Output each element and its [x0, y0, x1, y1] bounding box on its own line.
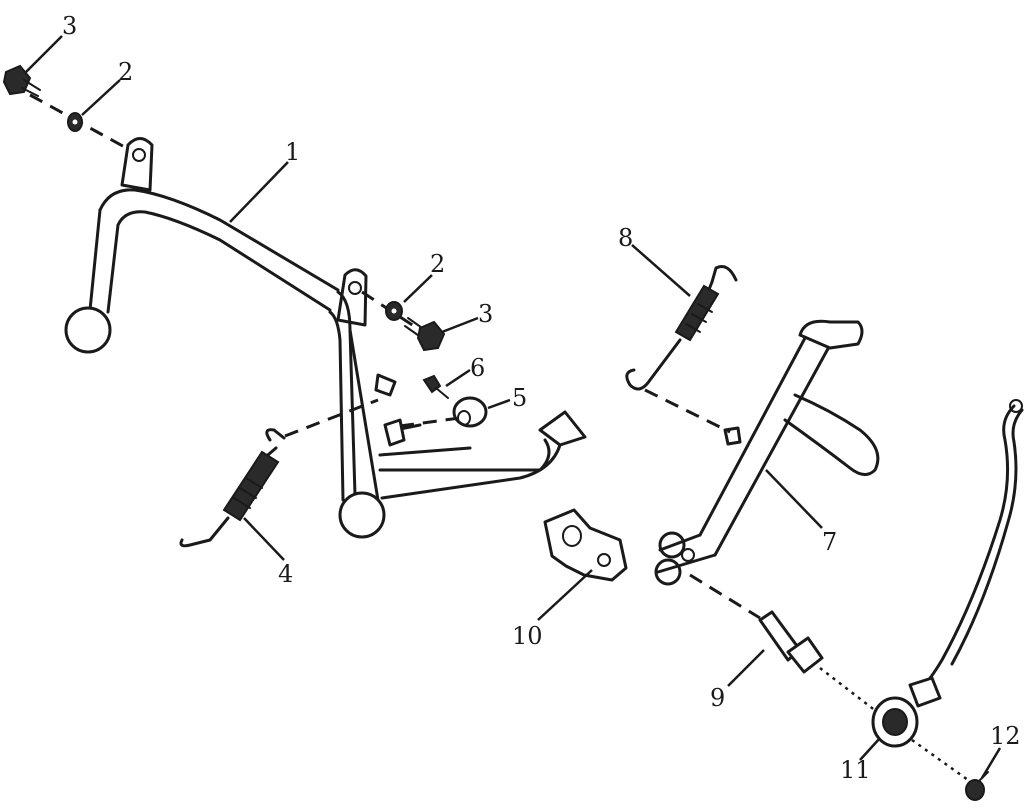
main-stand-icon [64, 137, 587, 539]
callout-4: 4 [278, 560, 293, 588]
spring-icon [179, 428, 286, 548]
side-stand-switch-icon [871, 399, 1024, 748]
washer-icon [385, 301, 403, 321]
callout-11: 11 [840, 756, 871, 784]
spring-icon [625, 265, 738, 391]
mounting-plate-icon [543, 508, 628, 582]
callout-8: 8 [618, 224, 633, 252]
callout-7: 7 [822, 528, 837, 556]
callout-3-upper: 3 [62, 12, 77, 40]
callout-2-middle: 2 [430, 250, 445, 278]
bushing-icon [452, 396, 488, 428]
callout-1: 1 [285, 138, 300, 166]
washer-icon [67, 112, 83, 132]
leader-lines [25, 35, 1002, 779]
bolt-icon [2, 64, 41, 97]
screw-icon [965, 771, 989, 801]
bolt-icon [404, 317, 446, 352]
side-stand-icon [654, 319, 880, 586]
callout-5: 5 [512, 384, 527, 412]
callout-2-upper: 2 [118, 58, 133, 86]
callout-6: 6 [470, 354, 485, 382]
small-bolt-icon [422, 374, 449, 399]
callout-9: 9 [710, 684, 725, 712]
pivot-bolt-icon [758, 610, 824, 674]
callout-10: 10 [512, 622, 543, 650]
callout-3-middle: 3 [478, 300, 493, 328]
callout-12: 12 [990, 722, 1021, 750]
